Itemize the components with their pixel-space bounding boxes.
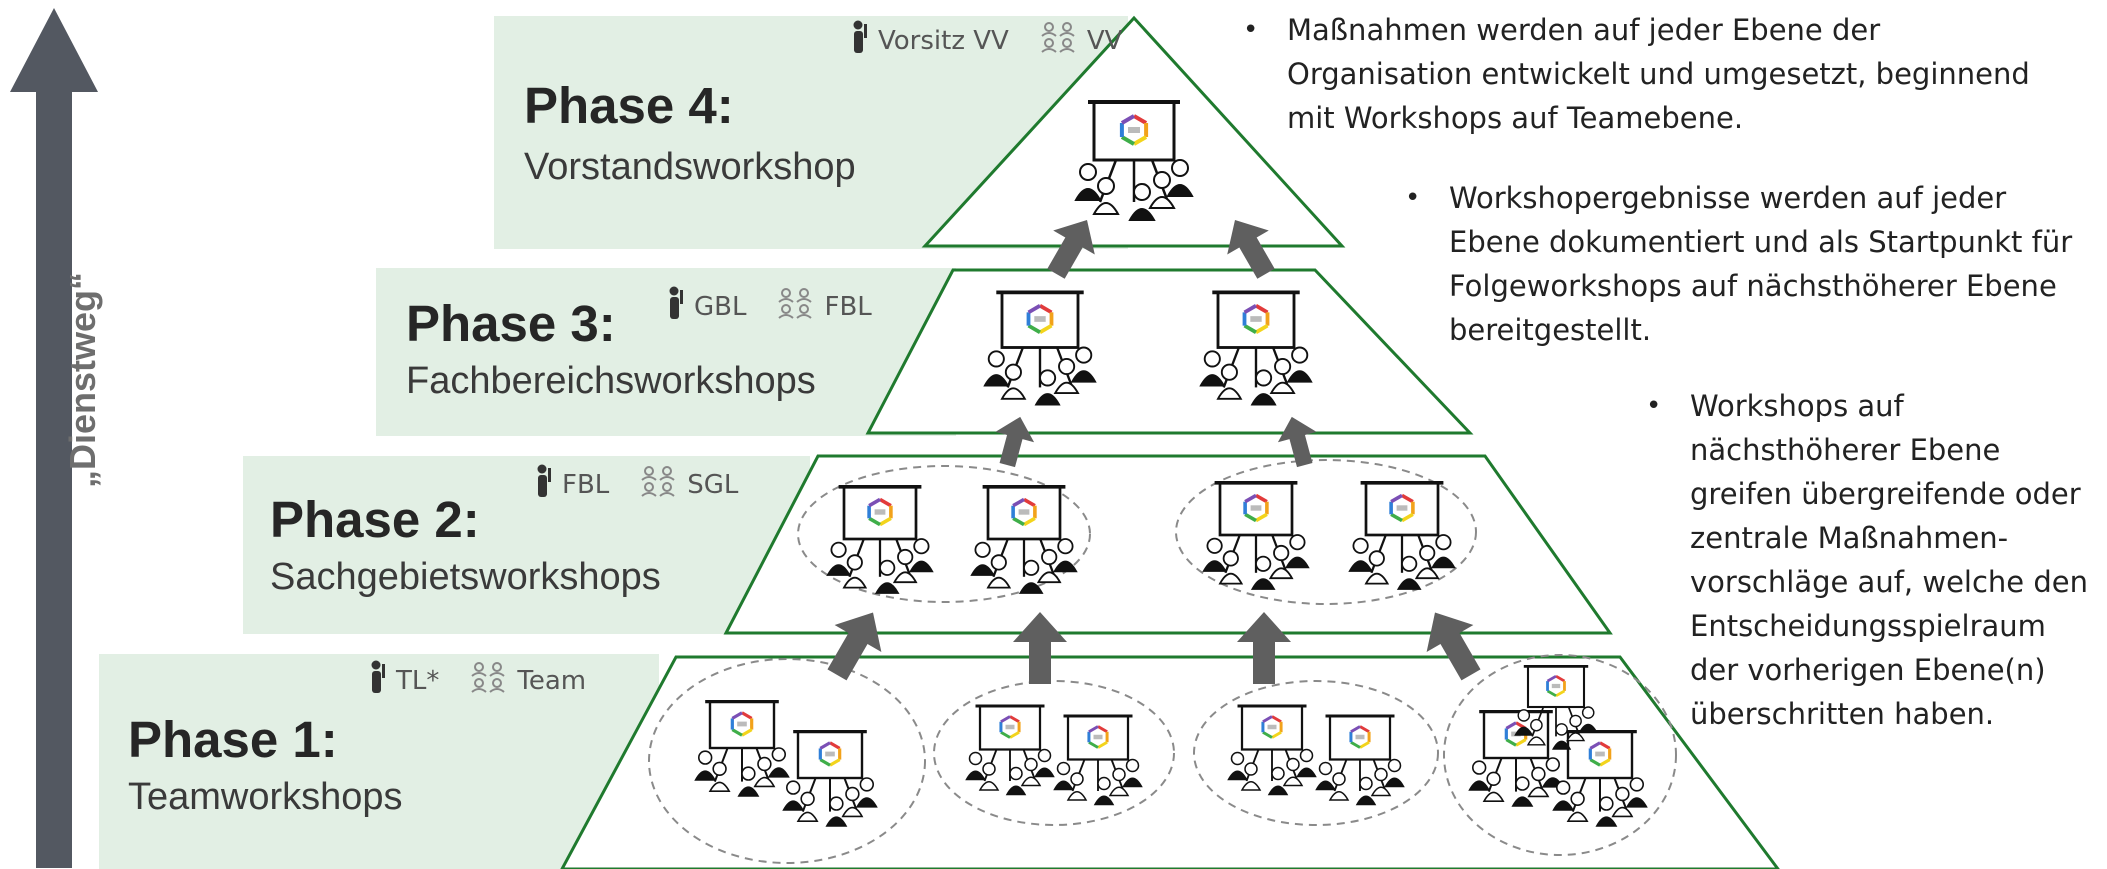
phase2-subtitle: Sachgebietsworkshops bbox=[270, 556, 661, 598]
bullet-dot-icon: • bbox=[1243, 15, 1259, 45]
phase1-group-1 bbox=[648, 658, 926, 864]
phase1-title: Phase 1: bbox=[128, 711, 338, 768]
bullet-dot-icon: • bbox=[1646, 391, 1662, 421]
pyramid-level-1 bbox=[560, 655, 1780, 869]
phase4-subtitle: Vorstandsworkshop bbox=[524, 146, 856, 188]
bullet-3-line-5: vorschläge auf, welche den bbox=[1690, 565, 2088, 599]
bullet-3-line-2: nächsthöherer Ebene bbox=[1690, 433, 2001, 467]
phase4-moderator-label: Vorsitz VV bbox=[878, 25, 1009, 56]
arrow-up-icon bbox=[1426, 612, 1481, 681]
bullet-2-line-1: Workshopergebnisse werden auf jeder bbox=[1449, 181, 2007, 215]
phase4-title: Phase 4: bbox=[524, 77, 734, 134]
bullet-1-line-2: Organisation entwickelt und umgesetzt, b… bbox=[1287, 57, 2030, 91]
phase3-subtitle: Fachbereichsworkshops bbox=[406, 360, 816, 402]
phase1-roles: TL* Team bbox=[370, 660, 586, 701]
bullet-1: • Maßnahmen werden auf jeder Ebene der O… bbox=[1243, 8, 2030, 140]
phase3-participants-label: FBL bbox=[824, 291, 872, 322]
bullet-3-line-6: Entscheidungsspielraum bbox=[1690, 609, 2046, 643]
moderator-icon bbox=[536, 464, 554, 505]
workshop-scene bbox=[1199, 290, 1313, 406]
bullet-3-line-3: greifen übergreifende oder bbox=[1690, 477, 2081, 511]
bullet-1-line-3: mit Workshops auf Teamebene. bbox=[1287, 101, 1744, 135]
workshop-scene bbox=[694, 699, 790, 797]
workshop-scene bbox=[1315, 714, 1405, 806]
phase2-roles: FBL SGL bbox=[536, 464, 738, 505]
phase1-group-2 bbox=[933, 680, 1175, 826]
phase4-roles: Vorsitz VV VV bbox=[852, 20, 1122, 61]
bullet-2-line-4: bereitgestellt. bbox=[1449, 313, 1652, 347]
phase1-group-4 bbox=[1443, 654, 1677, 856]
phase1-participants-label: Team bbox=[517, 665, 587, 696]
phase3-title: Phase 3: bbox=[406, 295, 616, 352]
arrow-up-icon bbox=[995, 416, 1035, 468]
workshop-scene bbox=[1053, 714, 1143, 806]
arrow-up-icon bbox=[1277, 416, 1317, 468]
workshop-scene bbox=[983, 290, 1097, 406]
phase3-moderator-label: GBL bbox=[694, 291, 747, 322]
bullet-2: • Workshopergebnisse werden auf jeder Eb… bbox=[1405, 176, 2073, 352]
workshop-scene bbox=[970, 484, 1078, 594]
up-arrow-icon bbox=[10, 8, 98, 868]
bullet-2-line-3: Folgeworkshops auf nächsthöherer Ebene bbox=[1449, 269, 2057, 303]
moderator-icon bbox=[852, 20, 870, 61]
phase2-group-left bbox=[797, 465, 1091, 603]
workshop-scene bbox=[1074, 100, 1194, 221]
participants-icon bbox=[637, 464, 679, 505]
bullet-3-line-4: zentrale Maßnahmen- bbox=[1690, 521, 2009, 555]
arrow-up-icon bbox=[1047, 220, 1095, 279]
arrow-up-icon bbox=[1227, 220, 1275, 279]
phase1-moderator-label: TL* bbox=[396, 665, 440, 696]
moderator-icon bbox=[668, 286, 686, 327]
workshop-scene bbox=[1348, 480, 1456, 590]
participants-icon bbox=[1037, 20, 1079, 61]
bullet-3-line-8: überschritten haben. bbox=[1690, 697, 1995, 731]
bullet-3: • Workshops auf nächsthöherer Ebene grei… bbox=[1646, 384, 2088, 736]
workshop-scene bbox=[826, 484, 934, 594]
participants-icon bbox=[467, 660, 509, 701]
arrow-up-icon bbox=[827, 612, 882, 681]
participants-icon bbox=[774, 286, 816, 327]
workshop-scene bbox=[1514, 665, 1598, 750]
workshop-scene bbox=[965, 704, 1055, 796]
arrow-up-icon bbox=[1013, 612, 1067, 684]
arrow-up-icon bbox=[1237, 612, 1291, 684]
phase1-group-3 bbox=[1193, 680, 1439, 826]
workshop-scene bbox=[782, 729, 878, 827]
moderator-icon bbox=[370, 660, 388, 701]
bullet-2-line-2: Ebene dokumentiert und als Startpunkt fü… bbox=[1449, 225, 2073, 259]
phase2-group-right bbox=[1175, 459, 1477, 605]
phase2-moderator-label: FBL bbox=[562, 469, 610, 500]
bullet-1-line-1: Maßnahmen werden auf jeder Ebene der bbox=[1287, 13, 1881, 47]
bullet-dot-icon: • bbox=[1405, 183, 1421, 213]
phase1-subtitle: Teamworkshops bbox=[128, 776, 403, 818]
workshop-scene bbox=[1227, 704, 1317, 796]
bullet-3-line-1: Workshops auf bbox=[1690, 389, 1904, 423]
workshop-scene bbox=[1202, 480, 1310, 590]
pyramid-level-2 bbox=[723, 454, 1613, 635]
pyramid-level-3 bbox=[865, 268, 1474, 435]
phase2-title: Phase 2: bbox=[270, 491, 480, 548]
bullet-3-line-7: der vorherigen Ebene(n) bbox=[1690, 653, 2046, 687]
phase2-participants-label: SGL bbox=[687, 469, 739, 500]
phase3-band bbox=[376, 268, 956, 436]
phase3-roles: GBL FBL bbox=[668, 286, 872, 327]
phase2-band bbox=[243, 456, 810, 634]
phase4-participants-label: VV bbox=[1086, 25, 1123, 56]
